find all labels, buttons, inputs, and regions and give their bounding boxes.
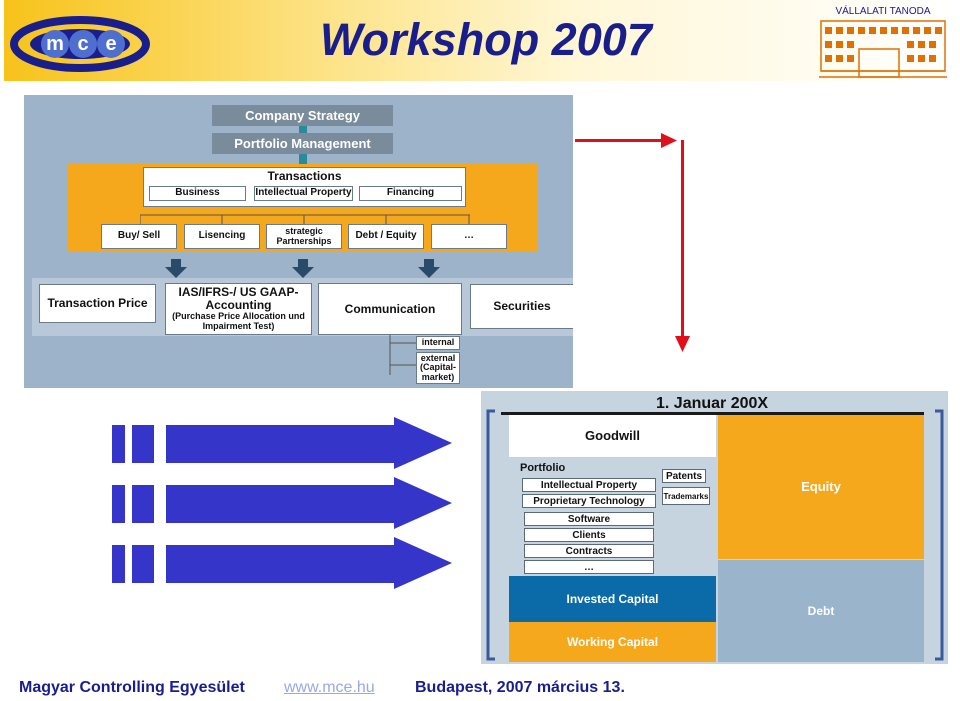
debt-equity-box: Debt / Equity bbox=[348, 224, 424, 249]
securities-box: Securities bbox=[470, 284, 573, 329]
communication-connector bbox=[389, 335, 418, 375]
down-connector bbox=[299, 154, 307, 164]
portfolio-clients-box: Clients bbox=[524, 528, 654, 542]
company-strategy-box: Company Strategy bbox=[212, 105, 393, 126]
connector-lines bbox=[140, 214, 470, 225]
balance-date: 1. Januar 200X bbox=[656, 395, 769, 412]
page-title: Workshop 2007 bbox=[320, 14, 652, 65]
svg-text:e: e bbox=[105, 33, 116, 55]
vallalati-tanoda-label: VÁLLALATI TANODA bbox=[835, 6, 931, 17]
accounting-box: IAS/IFRS-/ US GAAP-Accounting (Purchase … bbox=[165, 283, 312, 335]
down-connector bbox=[299, 126, 307, 134]
header-banner bbox=[4, 0, 956, 81]
communication-box: Communication bbox=[318, 283, 462, 335]
goodwill-box: Goodwill bbox=[509, 415, 716, 457]
more-deals-box: … bbox=[431, 224, 507, 249]
accounting-subtitle: (Purchase Price Allocation und Impairmen… bbox=[172, 311, 305, 332]
intellectual-property-box: Intellectual Property bbox=[254, 186, 353, 201]
portfolio-label: Portfolio bbox=[520, 462, 566, 474]
external-box: external (Capital-market) bbox=[416, 352, 460, 384]
svg-text:c: c bbox=[77, 33, 88, 55]
lisencing-box: Lisencing bbox=[184, 224, 260, 249]
portfolio-software-box: Software bbox=[524, 512, 654, 526]
bracket-frame bbox=[486, 409, 944, 661]
buy-sell-box: Buy/ Sell bbox=[101, 224, 177, 249]
internal-box: internal bbox=[416, 336, 460, 350]
footer-place-date: Budapest, 2007 március 13. bbox=[415, 679, 625, 696]
blue-arrows bbox=[112, 417, 452, 589]
portfolio-more-box: … bbox=[524, 560, 654, 574]
down-arrows bbox=[165, 259, 440, 278]
patents-box: Patents bbox=[662, 469, 706, 483]
footer-organization: Magyar Controlling Egyesület bbox=[19, 679, 245, 696]
business-box: Business bbox=[149, 186, 246, 201]
building-icon bbox=[819, 20, 947, 78]
mce-logo: m c e bbox=[10, 16, 150, 72]
working-capital-box: Working Capital bbox=[509, 622, 716, 662]
svg-text:m: m bbox=[46, 33, 64, 55]
red-flow-arrows bbox=[575, 133, 690, 352]
trademarks-box: Trademarks bbox=[662, 487, 710, 505]
invested-capital-box: Invested Capital bbox=[509, 576, 716, 622]
portfolio-tech-box: Proprietary Technology bbox=[522, 494, 656, 508]
debt-box: Debt bbox=[718, 560, 924, 662]
equity-box: Equity bbox=[718, 415, 924, 559]
transactions-label: Transactions bbox=[267, 169, 342, 184]
financing-box: Financing bbox=[359, 186, 462, 201]
portfolio-management-box: Portfolio Management bbox=[212, 133, 393, 154]
portfolio-ip-box: Intellectual Property bbox=[522, 478, 656, 492]
accounting-title: IAS/IFRS-/ US GAAP-Accounting bbox=[178, 285, 299, 313]
transaction-price-box: Transaction Price bbox=[39, 284, 156, 323]
portfolio-contracts-box: Contracts bbox=[524, 544, 654, 558]
date-underline bbox=[501, 412, 924, 415]
strategic-partnerships-box: strategic Partnerships bbox=[266, 224, 342, 249]
footer-url-link[interactable]: www.mce.hu bbox=[284, 679, 375, 696]
